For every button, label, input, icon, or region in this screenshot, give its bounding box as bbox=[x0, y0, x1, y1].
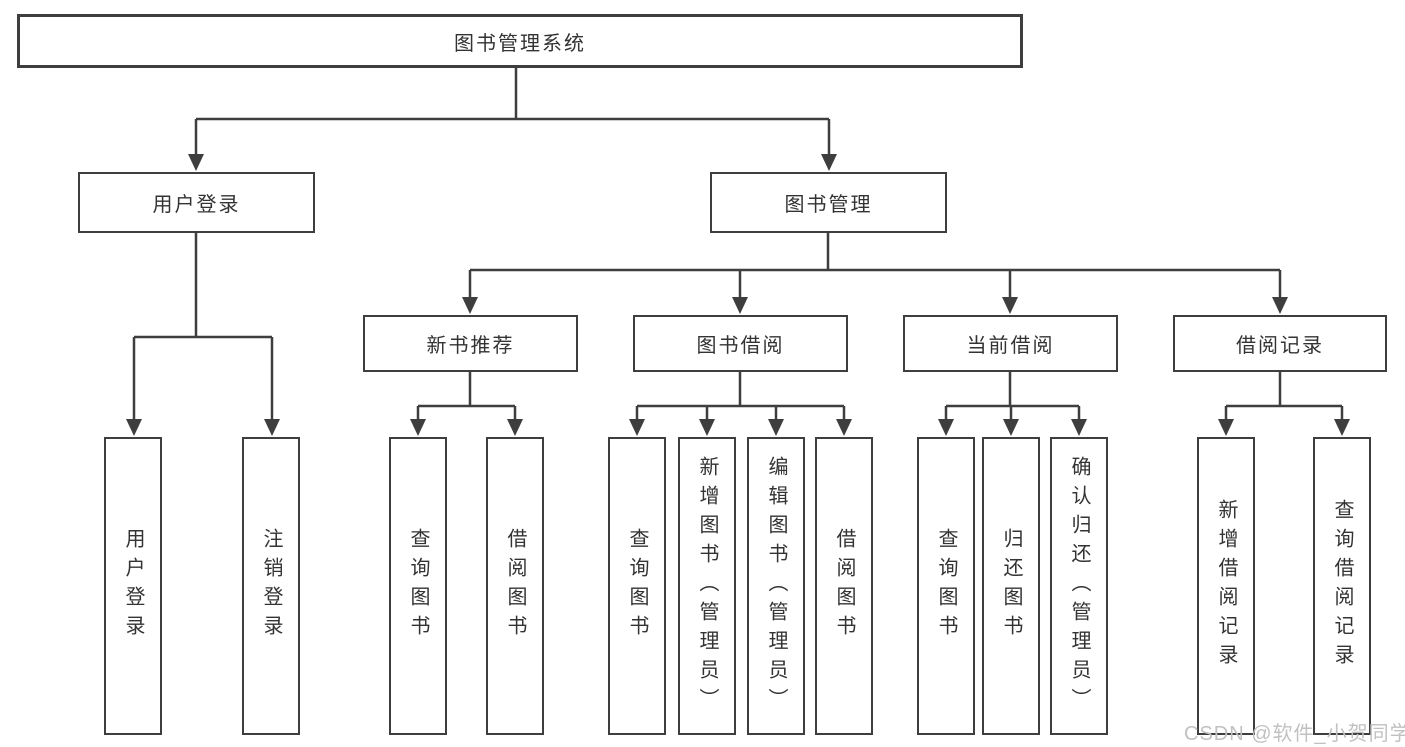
arrowhead-icon bbox=[1071, 419, 1087, 436]
leaf-query-book-3: 查询图书 bbox=[917, 437, 975, 735]
arrowhead-icon bbox=[836, 419, 852, 436]
leaf-add-borrow-record: 新增借阅记录 bbox=[1197, 437, 1255, 735]
arrowhead-icon bbox=[821, 154, 837, 171]
arrowhead-icon bbox=[264, 419, 280, 436]
node-user-login-branch: 用户登录 bbox=[78, 172, 315, 233]
node-system-root: 图书管理系统 bbox=[17, 14, 1023, 68]
node-label: 用户登录 bbox=[152, 194, 241, 216]
arrowhead-icon bbox=[410, 419, 426, 436]
arrowhead-icon bbox=[699, 419, 715, 436]
leaf-query-book-1: 查询图书 bbox=[389, 437, 447, 735]
leaf-label: 查询图书 bbox=[626, 528, 648, 644]
arrowhead-icon bbox=[126, 419, 142, 436]
arrowhead-icon bbox=[1334, 419, 1350, 436]
arrowhead-icon bbox=[1218, 419, 1234, 436]
csdn-watermark: CSDN @软件_小贺同学 bbox=[1184, 723, 1405, 745]
node-label: 借阅记录 bbox=[1236, 335, 1324, 357]
node-book-management-branch: 图书管理 bbox=[710, 172, 947, 233]
arrowhead-icon bbox=[1272, 297, 1288, 314]
leaf-label: 用户登录 bbox=[122, 528, 144, 644]
node-current-borrow: 当前借阅 bbox=[903, 315, 1118, 372]
leaf-logout: 注销登录 bbox=[242, 437, 300, 735]
arrowhead-icon bbox=[1002, 297, 1018, 314]
leaf-label: 新增借阅记录 bbox=[1215, 499, 1237, 673]
leaf-confirm-return-admin: 确认归还（管理员） bbox=[1050, 437, 1108, 735]
node-label: 图书借阅 bbox=[696, 335, 785, 357]
node-label: 图书管理系统 bbox=[454, 32, 586, 55]
leaf-label: 借阅图书 bbox=[504, 528, 526, 644]
leaf-return-book: 归还图书 bbox=[982, 437, 1040, 735]
leaf-label: 注销登录 bbox=[260, 528, 282, 644]
leaf-borrow-book-2: 借阅图书 bbox=[815, 437, 873, 735]
arrowhead-icon bbox=[507, 419, 523, 436]
leaf-borrow-book-1: 借阅图书 bbox=[486, 437, 544, 735]
node-label: 新书推荐 bbox=[426, 335, 515, 357]
leaf-label: 归还图书 bbox=[1000, 528, 1022, 644]
leaf-label: 新增图书（管理员） bbox=[696, 455, 718, 717]
arrowhead-icon bbox=[768, 419, 784, 436]
node-borrow-records: 借阅记录 bbox=[1173, 315, 1387, 372]
leaf-query-borrow-record: 查询借阅记录 bbox=[1313, 437, 1371, 735]
arrowhead-icon bbox=[1003, 419, 1019, 436]
node-new-book-recommend: 新书推荐 bbox=[363, 315, 578, 372]
leaf-label: 查询借阅记录 bbox=[1331, 499, 1353, 673]
arrowhead-icon bbox=[629, 419, 645, 436]
node-label: 图书管理 bbox=[784, 194, 873, 216]
leaf-add-book-admin: 新增图书（管理员） bbox=[678, 437, 736, 735]
leaf-label: 借阅图书 bbox=[833, 528, 855, 644]
arrowhead-icon bbox=[732, 297, 748, 314]
leaf-user-login: 用户登录 bbox=[104, 437, 162, 735]
leaf-label: 查询图书 bbox=[407, 528, 429, 644]
leaf-edit-book-admin: 编辑图书（管理员） bbox=[747, 437, 805, 735]
leaf-query-book-2: 查询图书 bbox=[608, 437, 666, 735]
arrowhead-icon bbox=[188, 154, 204, 171]
node-label: 当前借阅 bbox=[966, 335, 1055, 357]
node-book-borrow: 图书借阅 bbox=[633, 315, 848, 372]
arrowhead-icon bbox=[938, 419, 954, 436]
leaf-label: 确认归还（管理员） bbox=[1068, 455, 1090, 717]
leaf-label: 查询图书 bbox=[935, 528, 957, 644]
arrowhead-icon bbox=[462, 297, 478, 314]
leaf-label: 编辑图书（管理员） bbox=[765, 455, 787, 717]
